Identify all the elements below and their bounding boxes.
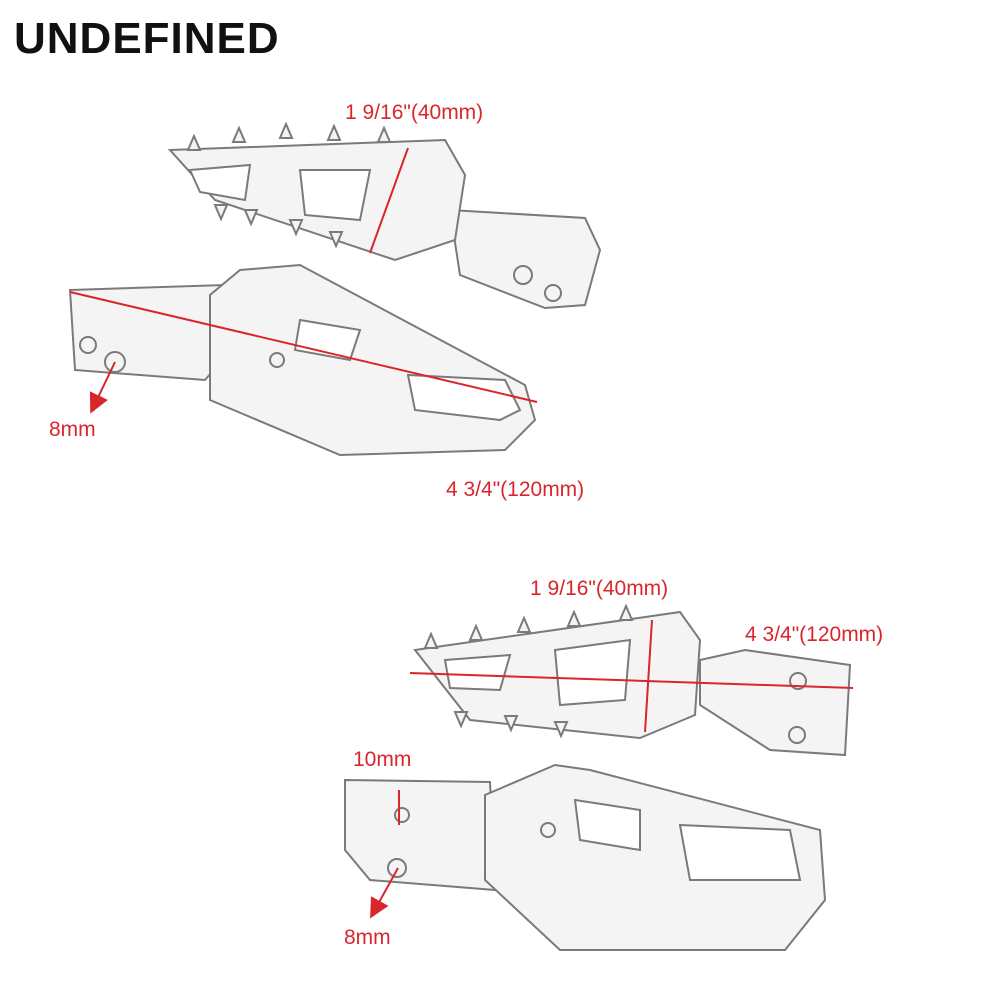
top-bolt-label: 8mm	[49, 418, 96, 441]
bottom-pin-label: 10mm	[353, 748, 412, 771]
top-dimension-lines	[69, 147, 538, 414]
top-width-label: 1 9/16"(40mm)	[345, 101, 484, 124]
bottom-bolt-arrow	[370, 867, 399, 919]
bottom-bolt-label: 8mm	[344, 926, 391, 949]
bottom-width-line	[644, 619, 653, 733]
bottom-width-label: 1 9/16"(40mm)	[530, 577, 669, 600]
bottom-upper-teeth	[423, 603, 634, 739]
top-lower-footpeg	[68, 263, 537, 457]
bottom-length-label: 4 3/4"(120mm)	[745, 623, 884, 646]
top-upper-footpeg	[167, 121, 602, 310]
top-length-line	[69, 291, 538, 403]
brand-logo-text: UNDEFINED	[14, 14, 280, 63]
top-length-label: 4 3/4"(120mm)	[446, 478, 585, 501]
top-width-line	[369, 147, 409, 254]
top-upper-teeth	[186, 121, 392, 249]
bottom-upper-footpeg	[413, 603, 852, 757]
bottom-length-line	[409, 672, 854, 689]
top-bolt-arrow	[89, 361, 116, 414]
bottom-dimension-lines	[370, 619, 854, 919]
bottom-lower-footpeg	[344, 763, 827, 951]
